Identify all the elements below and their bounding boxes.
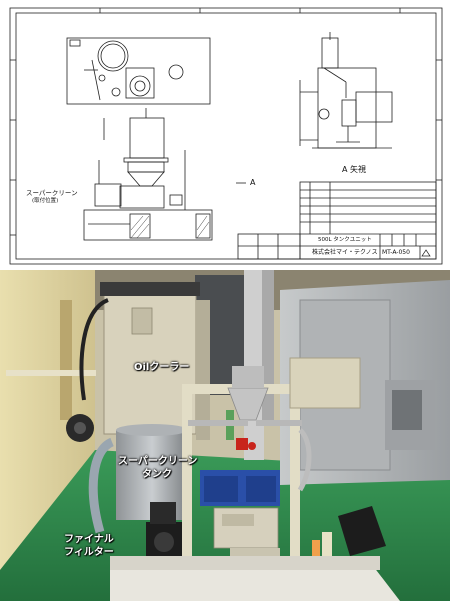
label-final-filter-line1: ファイナル: [64, 534, 114, 545]
label-final-filter-line2: フィルター: [64, 547, 114, 558]
label-super-clean-line2: タンク: [142, 469, 172, 480]
title-name: 500L タンクユニット: [318, 237, 372, 243]
view-label: A 矢視: [342, 165, 367, 174]
label-super-clean-line1: スーパークリーン: [118, 456, 198, 467]
section-label: A: [250, 178, 256, 187]
photo-scene: [0, 270, 450, 601]
company-name: 株式会社マイ・テクノス: [312, 249, 378, 256]
technical-drawing: A 矢視 A スーパークリーン (取付位置) 500L タンクユニット 株式会社…: [0, 0, 450, 270]
label-oil-cooler: Oilクーラー: [134, 362, 190, 373]
drawing-number: MT-A-050: [382, 249, 410, 256]
drawing-linework: [9, 7, 443, 265]
equipment-photo: Oilクーラー スーパークリーン タンク ファイナル フィルター: [0, 270, 450, 601]
callout-sub: (取付位置): [32, 198, 59, 204]
callout-label: スーパークリーン: [26, 189, 78, 197]
